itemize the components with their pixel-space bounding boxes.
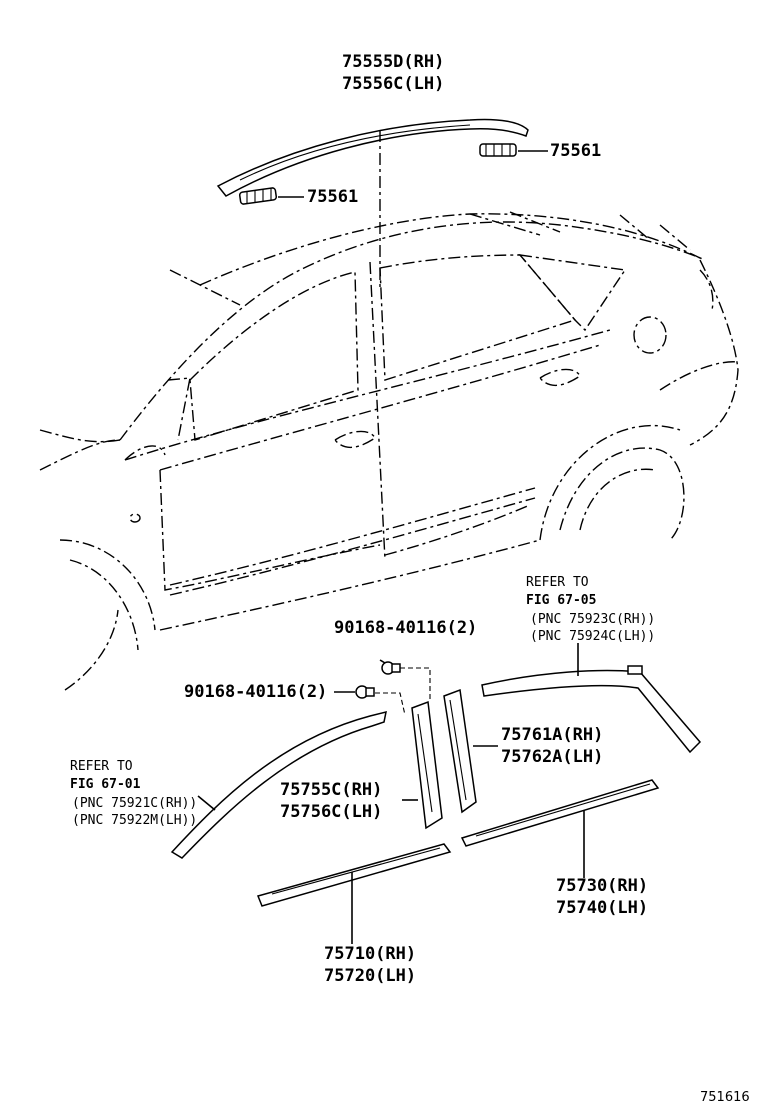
pillar-garnish-rear-rh-label: 75761A(RH) [501, 725, 604, 745]
pillar-garnish-center-rh-label: 75755C(RH) [280, 780, 383, 800]
ref-front-pnc-lh: (PNC 75922M(LH)) [72, 813, 198, 828]
clip-right-label: 75561 [550, 141, 602, 161]
ref-front-line1: REFER TO [70, 759, 133, 774]
ref-front-line2: FIG 67-01 [70, 777, 141, 792]
rear-door-molding-part [460, 779, 660, 878]
screw-upper-label: 90168-40116(2) [334, 618, 478, 638]
rear-door-molding-lh-label: 75740(LH) [556, 898, 649, 918]
screw-upper-part [379, 659, 401, 675]
pillar-garnish-rear-lh-label: 75762A(LH) [501, 747, 604, 767]
clip-left-part [238, 187, 304, 205]
pillar-garnish-center-part [411, 700, 443, 830]
ref-rear-line1: REFER TO [526, 575, 589, 590]
figure-id: 751616 [700, 1090, 750, 1105]
clip-left-label: 75561 [307, 187, 359, 207]
front-frame-molding-part [170, 710, 387, 859]
rear-door-molding-rh-label: 75730(RH) [556, 876, 649, 896]
pillar-garnish-rear-part [443, 688, 498, 814]
front-door-molding-part [256, 843, 452, 944]
screw-lower-part [334, 685, 375, 699]
screw-lower-label: 90168-40116(2) [184, 682, 328, 702]
ref-rear-pnc-lh: (PNC 75924C(LH)) [530, 629, 656, 644]
ref-rear-pnc-rh: (PNC 75923C(RH)) [530, 612, 656, 627]
car-body-outline [39, 211, 739, 691]
front-door-molding-rh-label: 75710(RH) [324, 944, 417, 964]
roof-molding-lh-label: 75556C(LH) [342, 74, 445, 94]
roof-molding-part [216, 118, 529, 197]
ref-rear-line2: FIG 67-05 [526, 593, 597, 608]
rear-frame-molding-part [481, 643, 702, 754]
clip-right-part [479, 143, 548, 157]
roof-molding-rh-label: 75555D(RH) [342, 52, 445, 72]
ref-front-pnc-rh: (PNC 75921C(RH)) [72, 796, 198, 811]
front-door-molding-lh-label: 75720(LH) [324, 966, 417, 986]
pillar-garnish-center-lh-label: 75756C(LH) [280, 802, 383, 822]
